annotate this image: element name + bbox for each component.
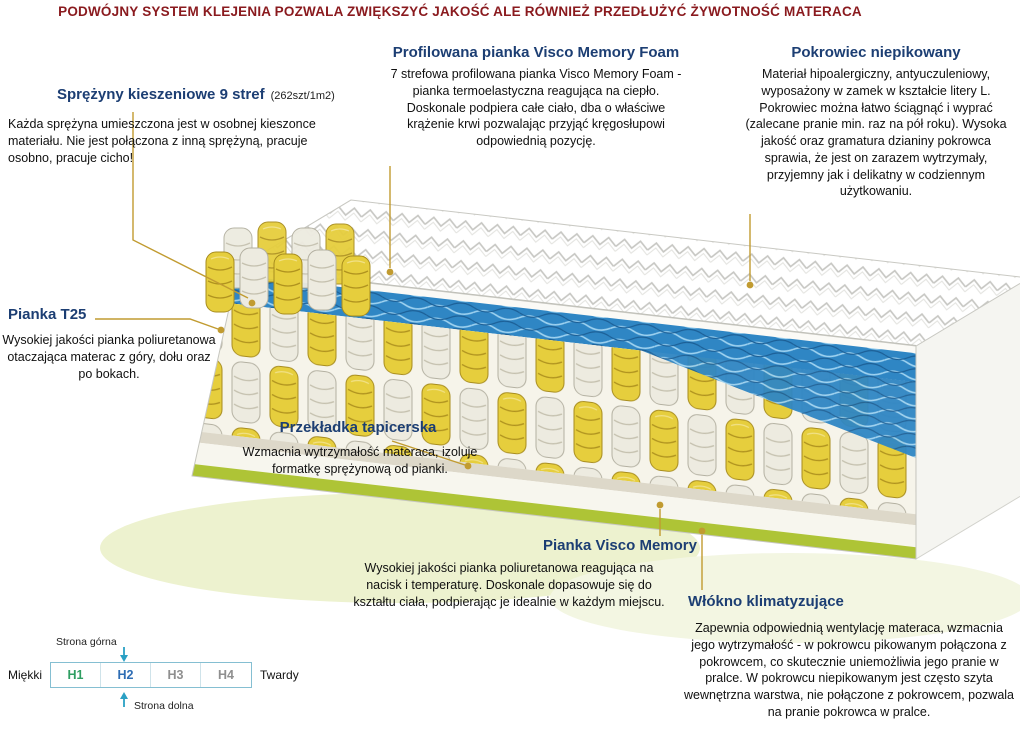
page-title: PODWÓJNY SYSTEM KLEJENIA POZWALA ZWIĘKSZ… [58,4,862,19]
mattress-cross-section [192,268,916,559]
soft-label: Miękki [8,668,43,682]
annotation-t25-title: Pianka T25 [8,306,87,323]
leader-lines [95,112,751,590]
arrow-down-icon [120,647,128,662]
annotation-springs-body: Każda sprężyna umieszczona jest w osobne… [8,117,316,165]
springs-count-label: (262szt/1m2) [270,90,335,102]
hardness-scale: Strona górna Miękki H1 H2 H3 H4 Twardy S… [8,634,318,738]
foam-layer [192,437,916,550]
leader-dots [217,268,754,535]
hardness-row: Miękki H1 H2 H3 H4 Twardy [8,662,299,688]
annotation-cover-title: Pokrowiec niepikowany [791,44,961,61]
annotation-profiled-foam-body: 7 strefowa profilowana pianka Visco Memo… [390,67,682,148]
annotation-fiber-body: Zapewnia odpowiednią wentylację materaca… [683,621,1015,719]
hardness-level-h2: H2 [101,663,152,687]
leader-insulator [391,440,466,466]
annotation-t25-body: Wysokiej jakości pianka poliuretanowa ot… [2,333,216,381]
annotation-profiled-foam-title: Profilowana pianka Visco Memory Foam [392,44,680,61]
exposed-springs [205,221,371,317]
floor-glow [100,493,1020,643]
annotation-insulator-body: Wzmacnia wytrzymałość materaca, izoluje … [242,445,478,476]
annotation-cover-body: Materiał hipoalergiczny, antyuczuleniowy… [745,67,1007,199]
annotation-insulator-title: Przekładka tapicerska [279,419,437,436]
hardness-level-h1: H1 [51,663,102,687]
leader-springs [132,112,249,299]
hard-label: Twardy [260,668,299,682]
annotation-visco-title: Pianka Visco Memory [543,537,697,554]
front-face-outline [191,267,917,560]
hardness-level-h4: H4 [218,668,234,682]
hardness-levels: H1 H2 H3 H4 [50,662,253,688]
leader-t25 [95,318,219,330]
visco-wedge [640,350,916,458]
annotation-springs-title: Sprężyny kieszeniowe 9 stref (262szt/1m2) [57,86,335,103]
annotation-fiber-title: Włókno klimatyzujące [688,593,844,610]
lower-side-label: Strona dolna [134,700,194,712]
pocket-springs-layer [192,294,916,517]
base-fiber-layer [192,459,916,559]
insulator-layer [192,426,916,528]
upper-side-label: Strona górna [56,636,117,648]
hardness-level-h3: H3 [151,663,202,687]
arrow-up-icon [120,692,128,707]
annotation-visco-body: Wysokiej jakości pianka poliuretanowa re… [353,561,665,609]
springs-title-text: Sprężyny kieszeniowe 9 stref [57,86,265,103]
